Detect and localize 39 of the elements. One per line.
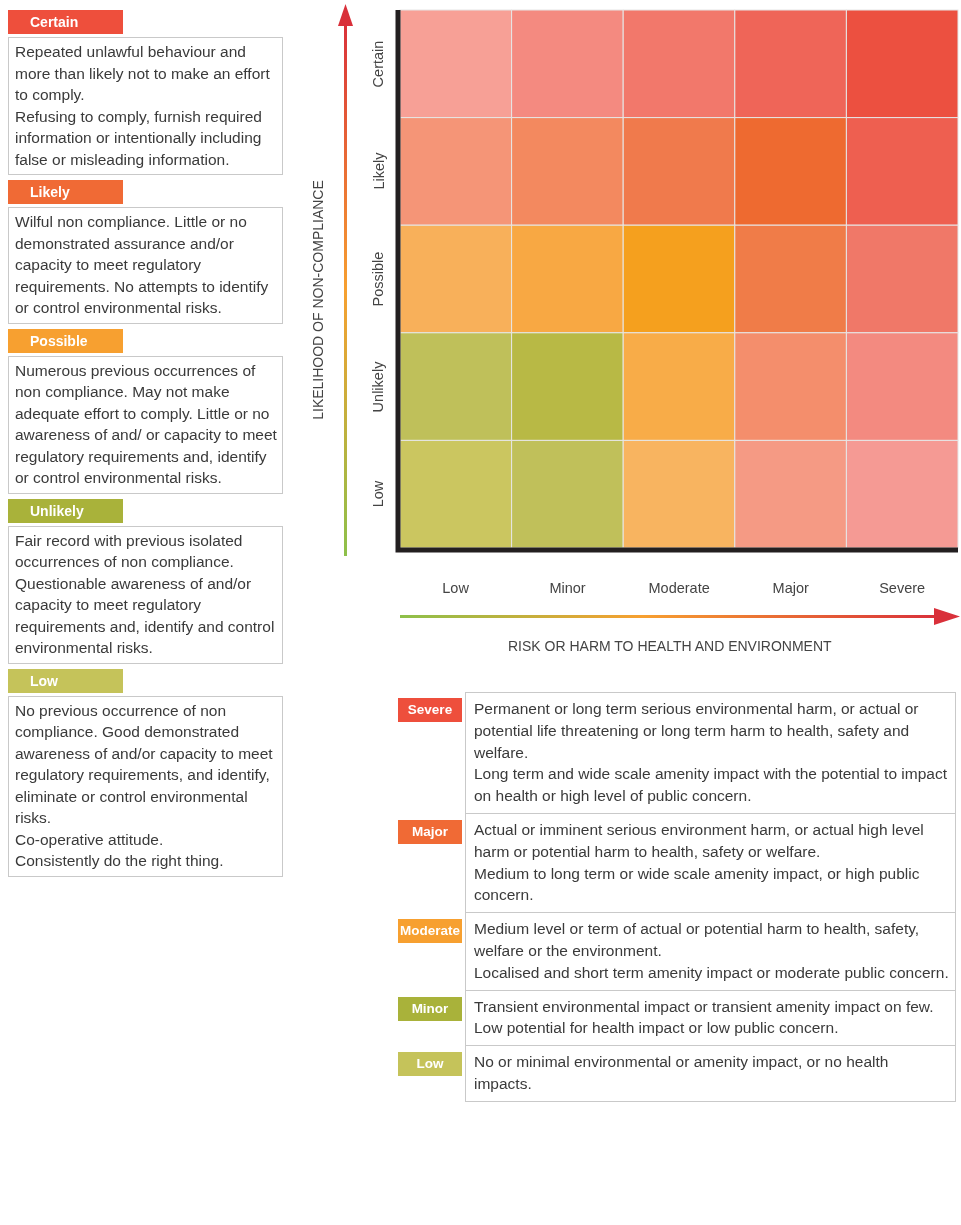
- description-text: Localised and short term amenity impact or moderate public concern.: [474, 962, 949, 983]
- description-text: Medium to long term or wide scale amenity impact, or high public concern.: [474, 863, 921, 906]
- axis-label: Minor: [549, 580, 586, 596]
- level-tag: Moderate: [398, 919, 462, 944]
- level-tag: Certain: [8, 10, 123, 34]
- description-text: No or minimal environmental or amenity impact, or no health impacts.: [474, 1052, 890, 1094]
- axis-label: Moderate: [648, 580, 710, 596]
- description-text: Long term and wide scale amenity impact with the potential to impact on health or high level of public concern.: [474, 764, 948, 807]
- axis-label: Likely: [370, 152, 387, 190]
- description-text: Transient environmental impact or transient amenity impact on few.: [474, 996, 935, 1017]
- axis-title: RISK OR HARM TO HEALTH AND ENVIRONMENT: [508, 638, 832, 654]
- axis-label: Severe: [879, 580, 926, 596]
- axis-label: Major: [772, 580, 809, 596]
- level-tag: Low: [8, 668, 123, 693]
- description-text: No previous occurrence of non compliance. Good demonstrated awareness of and/or capacity to meet regulatory requirements, and identify, eliminate or control environmental risks.: [15, 700, 274, 828]
- description-text: Wilful non compliance. Little or no demonstrated assurance and/or capacity to meet regulatory requirements. No attempts to identify or control environmental risks.: [15, 212, 270, 318]
- axis-label: Low: [369, 480, 386, 508]
- axis-label: Certain: [369, 40, 386, 88]
- axis-label: Low: [442, 580, 469, 596]
- description-text: Repeated unlawful behaviour and more than likely not to make an effort to comply.: [15, 42, 271, 105]
- description-text: Medium level or term of actual or potential harm to health, safety, welfare or the environment.: [474, 919, 921, 961]
- description-text: Permanent or long term serious environmental harm, or actual or potential life threatening or long term harm to health, safety and welfare.: [474, 699, 920, 763]
- description-text: Low potential for health impact or low public concern.: [474, 1018, 840, 1039]
- description-text: Refusing to comply, furnish required information or intentionally including false or misleading information.: [15, 106, 263, 170]
- axis-label: Unlikely: [369, 361, 386, 412]
- level-tag: Minor: [398, 996, 462, 1021]
- description-text: Co-operative attitude.: [15, 829, 165, 850]
- axis-label: Possible: [369, 251, 386, 307]
- level-tag: Possible: [8, 328, 123, 353]
- level-tag: Low: [398, 1052, 462, 1077]
- level-tag: Unlikely: [8, 498, 123, 523]
- axis-title: LIKELIHOOD OF NON-COMPLIANCE: [309, 180, 326, 420]
- level-tag: Likely: [8, 180, 123, 204]
- level-tag: Severe: [398, 698, 462, 722]
- description-text: Consistently do the right thing.: [15, 851, 225, 871]
- level-tag: Major: [398, 820, 462, 844]
- description-text: Numerous previous occurrences of non compliance. May not make adequate effort to comply. Little or no awareness of and/ or capacity to meet regulatory requirements and, identify or control environmental risks.: [15, 360, 278, 488]
- description-text: Fair record with previous isolated occurrences of non compliance. Questionable awareness of and/or capacity to meet regulatory requirements and, identify and control environmental risks.: [15, 530, 276, 658]
- description-text: Actual or imminent serious environment harm, or actual high level harm or potential harm to health, safety or welfare.: [474, 820, 925, 862]
